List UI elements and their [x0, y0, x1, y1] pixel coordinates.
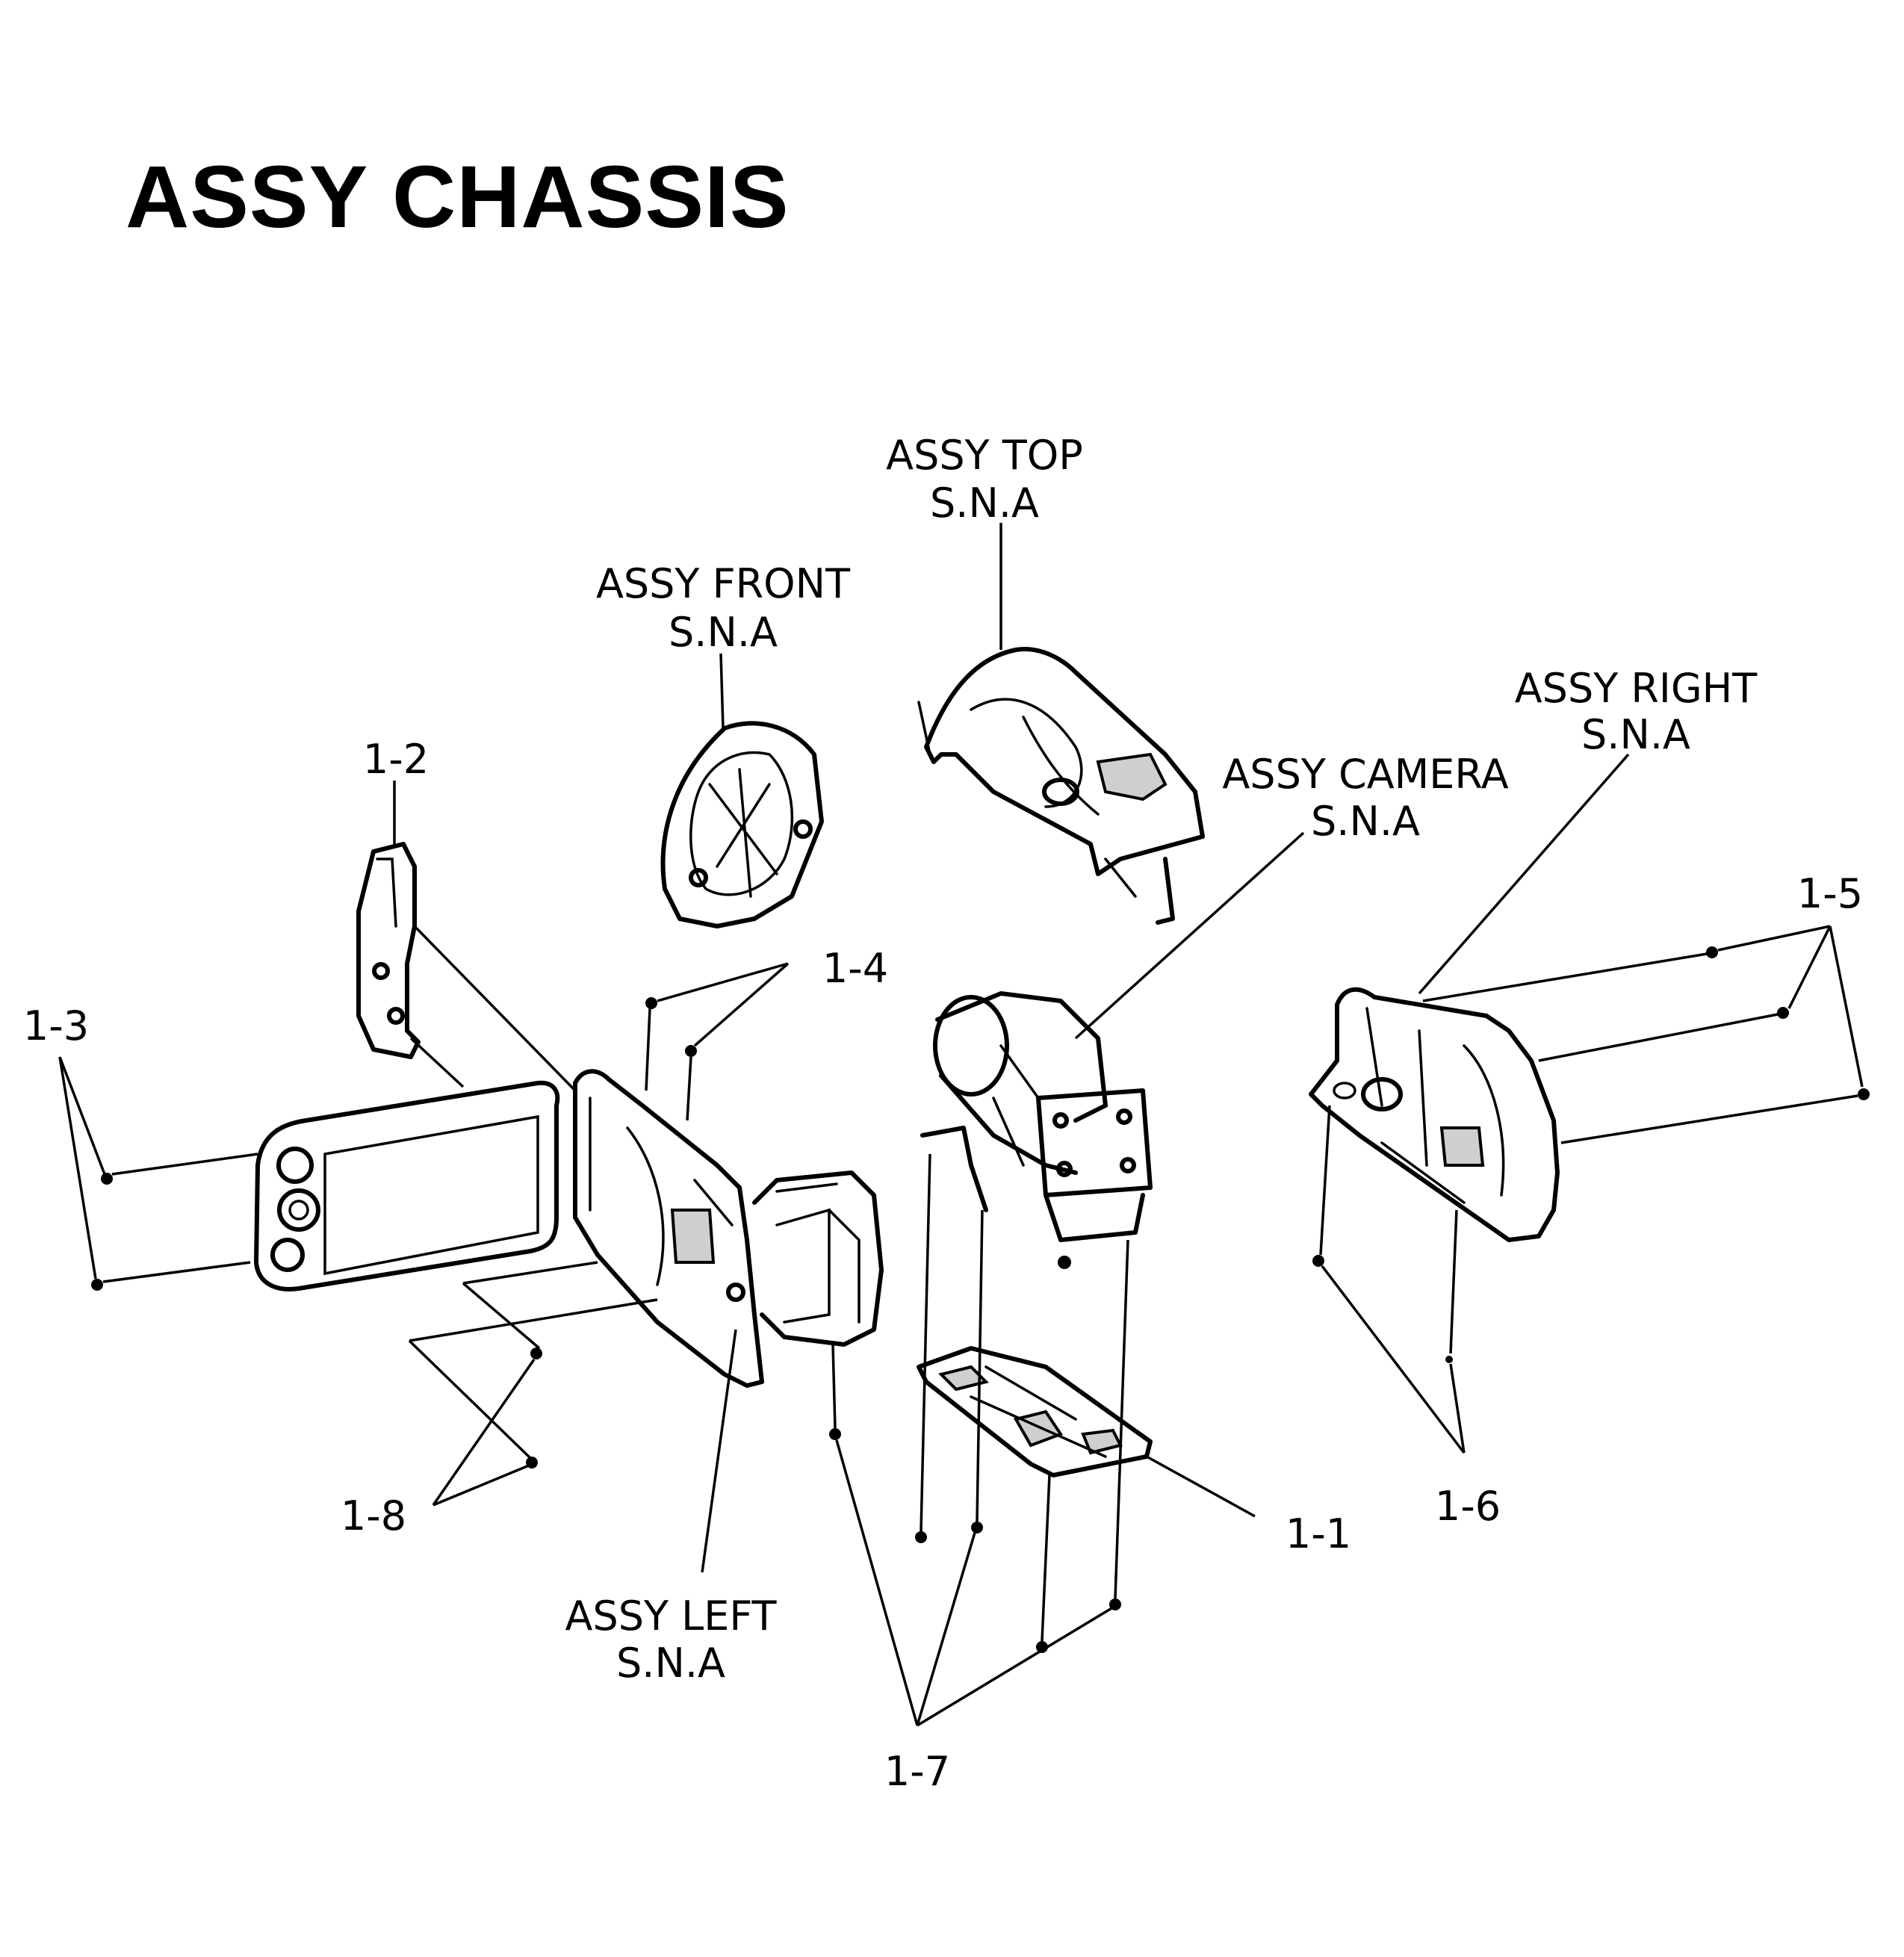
leader-lines: [58, 523, 1864, 1727]
screw-1-7-d: [1036, 1641, 1048, 1653]
screw-1-3-bottom: [91, 1279, 103, 1291]
label-assy-left-name: ASSY LEFT: [565, 1592, 778, 1640]
screws: [91, 946, 1870, 1653]
assy-camera-part: [920, 991, 1153, 1242]
label-assy-left-note: S.N.A: [616, 1640, 725, 1687]
screw-1-6-right: [1445, 1356, 1453, 1363]
screw-1-7-b: [915, 1531, 927, 1543]
screw-1-4-upper: [645, 997, 657, 1009]
label-assy-front-note: S.N.A: [669, 609, 778, 656]
callout-1-6: 1-6: [1435, 1483, 1501, 1530]
screw-1-6-left: [1312, 1255, 1324, 1267]
callout-1-4: 1-4: [822, 945, 888, 992]
label-assy-top-name: ASSY TOP: [886, 432, 1083, 479]
callout-1-2: 1-2: [363, 736, 429, 783]
screw-1-7-c: [971, 1522, 983, 1533]
screw-camera-bottom: [1058, 1256, 1071, 1269]
callout-1-3: 1-3: [23, 1002, 89, 1049]
screw-1-5-b: [1777, 1007, 1789, 1019]
diagram-title: ASSY CHASSIS: [125, 148, 790, 246]
assy-front-part: [660, 721, 824, 928]
label-assy-camera-name: ASSY CAMERA: [1222, 751, 1508, 798]
labels: ASSY TOP S.N.A ASSY FRONT S.N.A ASSY RIG…: [23, 432, 1863, 1795]
screw-1-8-upper: [530, 1347, 542, 1359]
screw-1-3-top: [101, 1173, 113, 1185]
assy-top-part: [917, 647, 1205, 925]
part-1-1: [917, 1346, 1153, 1477]
callout-1-7: 1-7: [884, 1748, 950, 1795]
label-assy-camera-note: S.N.A: [1311, 798, 1420, 845]
screw-1-5-a: [1706, 946, 1718, 958]
callout-1-5: 1-5: [1797, 870, 1863, 917]
screw-1-4-lower: [685, 1045, 697, 1057]
part-1-2: [356, 842, 421, 1059]
callout-1-1: 1-1: [1286, 1510, 1351, 1557]
label-assy-top-note: S.N.A: [930, 480, 1039, 527]
label-assy-right-name: ASSY RIGHT: [1515, 665, 1758, 712]
screw-1-7-a: [829, 1428, 841, 1440]
callout-1-8: 1-8: [341, 1492, 406, 1539]
assy-left-part: [573, 1069, 884, 1388]
lcd-monitor-part: [254, 1080, 560, 1291]
label-assy-right-note: S.N.A: [1581, 711, 1690, 758]
assy-right-part: [1309, 987, 1560, 1242]
label-assy-front-name: ASSY FRONT: [596, 560, 851, 607]
screw-1-5-c: [1858, 1088, 1870, 1100]
